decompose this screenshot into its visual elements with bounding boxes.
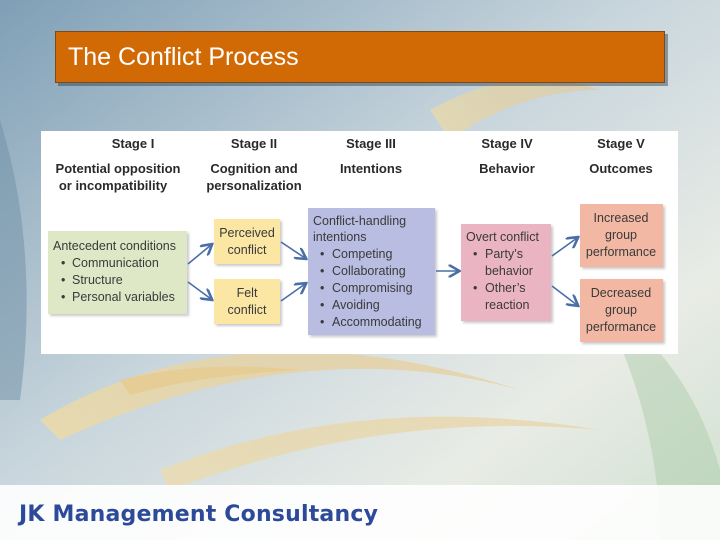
behavior-item-2-line-1: Other’s: [485, 281, 526, 295]
stage-2-label: Stage II: [231, 136, 277, 151]
outcome-increased-box: Increased group performance: [580, 204, 663, 267]
felt-line-2: conflict: [228, 303, 267, 317]
increased-line-2: group: [605, 228, 637, 242]
intentions-item-1: Competing: [332, 247, 392, 261]
intentions-box: Conflict-handling intentions • Competing…: [308, 208, 435, 335]
conflict-process-diagram: Stage I Potential opposition or incompat…: [41, 131, 678, 354]
antecedent-conditions-box: Antecedent conditions • Communication • …: [48, 231, 187, 314]
perceived-line-1: Perceived: [219, 226, 275, 240]
felt-conflict-box: Felt conflict: [214, 279, 280, 324]
stage-3-name-line-1: Intentions: [340, 161, 402, 176]
intentions-item-4: Avoiding: [332, 298, 380, 312]
arrow-felt-to-intentions: [280, 284, 305, 302]
decreased-line-2: group: [605, 303, 637, 317]
intentions-title-line-2: intentions: [313, 230, 367, 244]
stage-3-label: Stage III: [346, 136, 396, 151]
behavior-item-1-line-2: behavior: [485, 264, 533, 278]
behavior-item-1-line-1: Party’s: [485, 247, 523, 261]
intentions-title-line-1: Conflict-handling: [313, 214, 406, 228]
decreased-line-3: performance: [586, 320, 656, 334]
increased-line-1: Increased: [594, 211, 649, 225]
felt-line-1: Felt: [237, 286, 258, 300]
company-footer: JK Management Consultancy: [19, 502, 379, 527]
antecedent-bullet-3: •: [61, 290, 65, 304]
antecedent-bullet-2: •: [61, 273, 65, 287]
behavior-box: Overt conflict • Party’s behavior • Othe…: [461, 224, 551, 321]
perceived-line-2: conflict: [228, 243, 267, 257]
stage-4-name-line-1: Behavior: [479, 161, 535, 176]
intentions-bullet-5: •: [320, 315, 324, 329]
intentions-bullet-1: •: [320, 247, 324, 261]
intentions-bullet-3: •: [320, 281, 324, 295]
intentions-bullet-4: •: [320, 298, 324, 312]
intentions-item-2: Collaborating: [332, 264, 406, 278]
stage-1-header: Stage I Potential opposition or incompat…: [56, 136, 181, 193]
stage-2-name-line-1: Cognition and: [210, 161, 297, 176]
perceived-conflict-box: Perceived conflict: [214, 219, 280, 264]
arrow-antecedent-to-perceived: [187, 245, 211, 265]
arrow-perceived-to-intentions: [280, 241, 305, 258]
antecedent-bullet-1: •: [61, 256, 65, 270]
stage-2-header: Stage II Cognition and personalization: [206, 136, 301, 193]
stage-1-name-line-2: or incompatibility: [59, 178, 168, 193]
stage-5-header: Stage V Outcomes: [589, 136, 653, 176]
stage-2-name-line-2: personalization: [206, 178, 301, 193]
title-bar: The Conflict Process: [55, 31, 665, 83]
behavior-title: Overt conflict: [466, 230, 539, 244]
antecedent-item-1: Communication: [72, 256, 159, 270]
stage-4-header: Stage IV Behavior: [479, 136, 535, 176]
behavior-bullet-2: •: [473, 281, 477, 295]
intentions-bullet-2: •: [320, 264, 324, 278]
stage-5-name-line-1: Outcomes: [589, 161, 653, 176]
stage-1-label: Stage I: [112, 136, 155, 151]
stage-3-header: Stage III Intentions: [340, 136, 402, 176]
arrow-behavior-to-increased: [551, 238, 577, 257]
arrow-antecedent-to-felt: [187, 281, 211, 299]
intentions-item-5: Accommodating: [332, 315, 422, 329]
stage-1-name-line-1: Potential opposition: [56, 161, 181, 176]
stage-4-label: Stage IV: [481, 136, 533, 151]
behavior-bullet-1: •: [473, 247, 477, 261]
decreased-line-1: Decreased: [591, 286, 651, 300]
increased-line-3: performance: [586, 245, 656, 259]
antecedent-title: Antecedent conditions: [53, 239, 176, 253]
antecedent-item-3: Personal variables: [72, 290, 175, 304]
slide-title: The Conflict Process: [68, 43, 299, 71]
stage-5-label: Stage V: [597, 136, 645, 151]
behavior-item-2-line-2: reaction: [485, 298, 530, 312]
outcome-decreased-box: Decreased group performance: [580, 279, 663, 342]
antecedent-item-2: Structure: [72, 273, 123, 287]
arrow-behavior-to-decreased: [551, 285, 577, 305]
intentions-item-3: Compromising: [332, 281, 413, 295]
